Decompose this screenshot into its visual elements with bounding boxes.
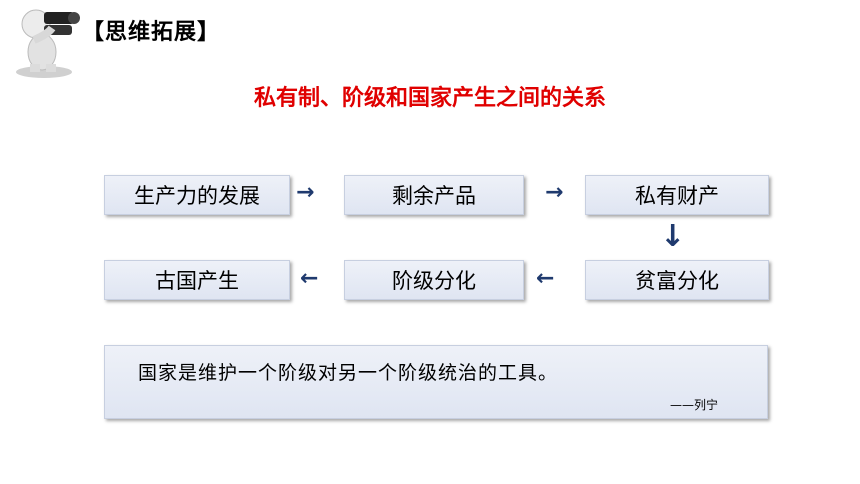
quote-text: 国家是维护一个阶级对另一个阶级统治的工具。 xyxy=(138,362,559,384)
arrow-left-icon: ← xyxy=(300,266,319,291)
page-title: 【思维拓展】 xyxy=(82,20,221,45)
box-productivity-development: 生产力的发展 xyxy=(104,175,290,215)
arrow-right-icon: → xyxy=(545,180,564,205)
box-private-property: 私有财产 xyxy=(585,175,769,215)
person-with-binoculars-icon xyxy=(16,9,80,78)
relationship-subtitle: 私有制、阶级和国家产生之间的关系 xyxy=(253,86,606,111)
arrow-right-icon: → xyxy=(296,180,315,205)
arrow-down-icon: ↓ xyxy=(660,219,686,254)
box-wealth-polarization: 贫富分化 xyxy=(585,260,769,300)
quote-author: ——列宁 xyxy=(670,398,719,412)
quote-box xyxy=(104,345,768,419)
box-class-division: 阶级分化 xyxy=(344,260,524,300)
box-surplus-product: 剩余产品 xyxy=(344,175,524,215)
box-ancient-state-emerges: 古国产生 xyxy=(104,260,290,300)
arrow-left-icon: ← xyxy=(536,266,555,291)
